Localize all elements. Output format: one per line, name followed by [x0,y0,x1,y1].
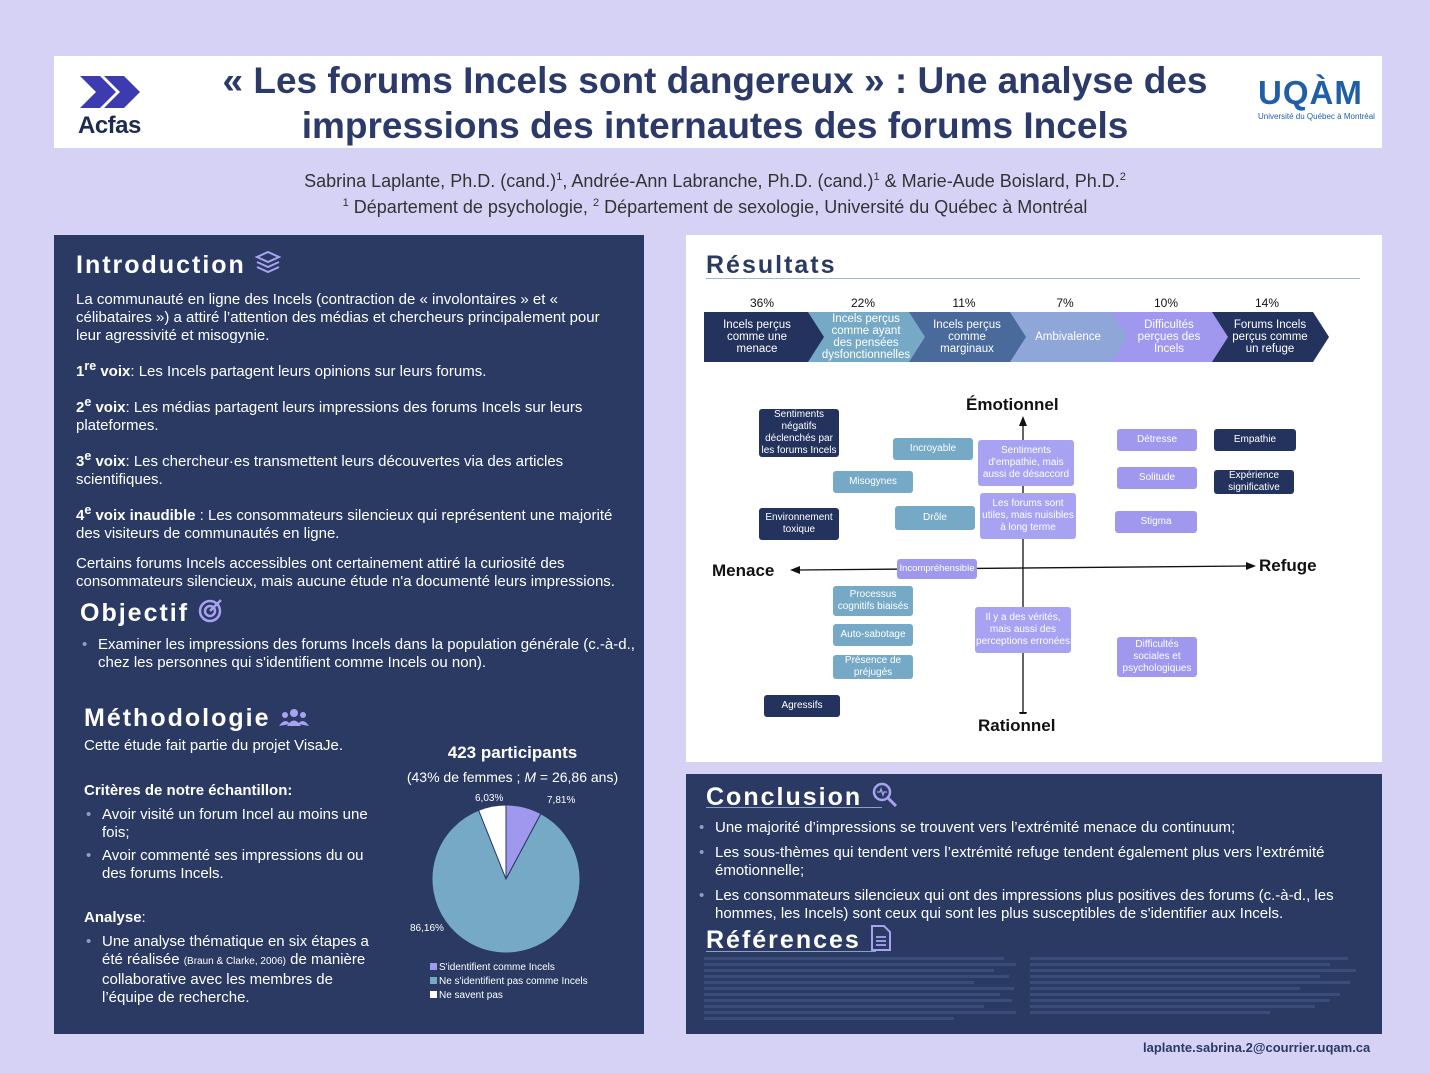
tag-sentiments-empathie: Sentiments d'empathie, mais aussi de dés… [978,440,1074,486]
analyse-title: Analyse: [84,909,146,926]
continuum-percent: 10% [1153,296,1179,310]
participants-block: 423 participants (43% de femmes ; M = 26… [400,743,625,785]
continuum-percent: 11% [952,296,976,310]
methodologie-title: Méthodologie [84,704,310,733]
conclusion-title: Conclusion [706,781,899,812]
analyse-block: Analyse: Une analyse thématique en six é… [84,909,384,1007]
tag-processus: Processus cognitifs biaisés [833,586,913,616]
axis-label-right: Refuge [1259,556,1317,575]
introduction-title: Introduction [76,250,282,280]
introduction-paragraph: La communauté en ligne des Incels (contr… [76,291,600,344]
tag-incomprehensible: Incompréhensible [897,559,977,579]
uqam-logo-subtitle: Université du Québec à Montréal [1258,112,1375,121]
continuum-segment: Forums Incels perçus comme un refuge [1209,312,1329,362]
criteria-block: Critères de notre échantillon: Avoir vis… [84,782,384,883]
conclusion-item: Les sous-thèmes qui tendent vers l’extré… [697,844,1369,880]
authors-block: Sabrina Laplante, Ph.D. (cand.)1, Andrée… [304,171,1126,217]
uqam-logo: UQÀM [1258,74,1363,111]
continuum-arrow: 36% Incels perçus comme une menace 22% Ince… [704,296,1344,366]
poster-title: « Les forums Incels sont dangereux » : U… [222,60,1208,146]
references-title: Références [706,925,892,955]
references-underline [706,951,876,952]
pie-slice [477,804,507,880]
continuum-segment: Incels perçus comme ayant des pensées dy… [805,312,925,362]
tag-sentiments-negatifs: Sentiments négatifs déclenchés par les f… [759,409,839,457]
legend-swatch [430,963,437,970]
axis-label-top: Émotionnel [966,395,1059,414]
tag-verites: Il y a des vérités, mais aussi des perce… [975,607,1071,653]
voice-1: 1re voix: Les Incels partagent leurs opi… [76,359,487,380]
tag-autosabotage: Auto-sabotage [833,624,913,646]
tag-detresse: Détresse [1117,429,1197,451]
continuum-percent: 22% [850,296,876,310]
acfas-logo-icon [80,76,140,108]
continuum-segment: Ambivalence [1007,312,1127,362]
criteria-title: Critères de notre échantillon: [84,782,293,799]
conclusion-item: Une majorité d’impressions se trouvent v… [697,819,1369,837]
tag-drole: Drôle [895,506,975,530]
axis-label-left: Menace [712,561,775,580]
magnifier-icon [872,782,898,808]
legend-label: Ne s'identifient pas comme Incels [439,976,588,987]
legend-label: S'identifient comme Incels [439,962,555,973]
objectif-title: Objectif [80,597,224,628]
references-column-1 [704,957,1016,1023]
resultats-title: Résultats [706,251,837,279]
participants-demographics: (43% de femmes ; M = 26,86 ans) [406,769,619,785]
continuum-percent: 36% [749,296,775,310]
voice-3: 3e voix: Les chercheur·es transmettent l… [76,449,564,488]
tag-agressifs: Agressifs [764,695,840,717]
participants-count: 423 participants [447,743,578,762]
references-column-2 [1030,957,1360,1017]
objectif-bullet: Examiner les impressions des forums Ince… [80,636,638,672]
tag-experience: Expérience significative [1214,470,1294,494]
target-icon [198,599,222,623]
criteria-item: Avoir visité un forum Incel au moins une… [84,806,384,842]
analyse-item: Une analyse thématique en six étapes a é… [84,933,384,1007]
tag-incroyable: Incroyable [893,438,973,460]
tag-forums-utiles: Les forums sont utiles, mais nuisibles à… [980,493,1076,539]
continuum-segment: Incels perçus comme marginaux [906,312,1026,362]
tag-environnement: Environnement toxique [759,508,839,540]
conclusion-item: Les consommateurs silencieux qui ont des… [697,887,1369,923]
voice-4: 4e voix inaudible : Les consommateurs si… [76,503,613,542]
voice-2: 2e voix: Les médias partagent leurs impr… [76,395,583,434]
introduction-body: La communauté en ligne des Incels (contr… [76,291,628,591]
tag-stigma: Stigma [1115,511,1197,533]
acfas-logo-text: Acfas [78,112,141,139]
contact-email[interactable]: laplante.sabrina.2@courrier.uqam.ca [1143,1040,1371,1055]
tag-prejuges: Présence de préjugés [833,655,913,679]
introduction-closing: Certains forums Incels accessibles ont c… [76,555,615,590]
document-icon [870,925,891,951]
continuum-percent: 7% [1056,296,1074,310]
layers-icon [254,250,282,274]
tag-empathie: Empathie [1214,429,1296,451]
participants-pie-chart: 7,81% 86,16% 6,03% S'identifient comme Ince… [410,793,588,1001]
pie-slice-label: 6,03% [475,793,503,804]
tag-solitude: Solitude [1117,467,1197,489]
title-banner [54,56,1382,148]
conclusion-bullets: Une majorité d’impressions se trouvent v… [697,819,1369,923]
continuum-percent: 14% [1254,296,1280,310]
results-divider [706,278,1360,279]
legend-swatch [430,977,437,984]
criteria-item: Avoir commenté ses impressions du ou des… [84,847,384,883]
axis-label-bottom: Rationnel [978,716,1056,735]
tag-misogynes: Misogynes [833,471,913,493]
people-icon [279,709,310,726]
pie-slice-label: 7,81% [547,795,575,806]
legend-swatch [430,991,437,998]
tag-difficultes: Difficultés sociales et psychologiques [1117,637,1197,677]
methodologie-intro: Cette étude fait partie du projet VisaJe… [84,737,344,754]
pie-slice-label: 86,16% [410,923,444,934]
continuum-segment: Incels perçus comme une menace [704,312,824,362]
pie-slice [431,809,581,954]
legend-label: Ne savent pas [439,990,503,1001]
conclusion-underline [706,807,882,808]
continuum-segment: Difficultés perçues des Incels [1108,312,1228,362]
